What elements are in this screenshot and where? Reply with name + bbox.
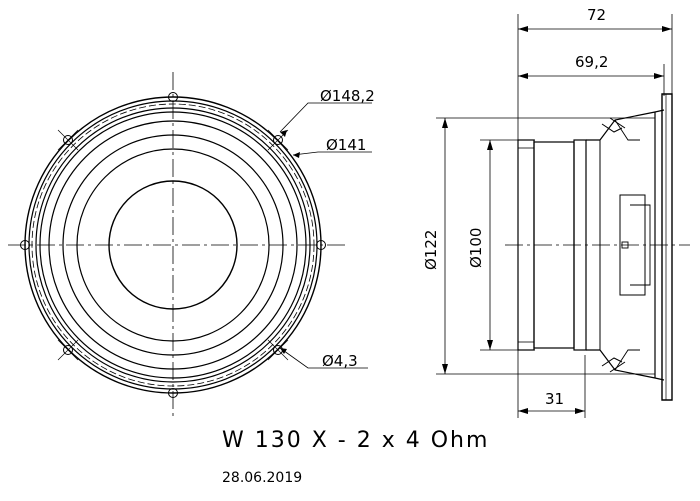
terminal-plate bbox=[619, 194, 646, 296]
frame-ring-3 bbox=[35, 107, 311, 383]
surround-inner-ring bbox=[62, 134, 284, 356]
leader-hole bbox=[279, 347, 368, 369]
dim-hole-circle-diameter: Ø141 bbox=[326, 136, 366, 154]
gasket-ring bbox=[39, 111, 307, 379]
mounting-hole bbox=[168, 388, 178, 398]
outer-frame-ring bbox=[24, 96, 322, 394]
front-flange bbox=[661, 93, 673, 401]
mounting-hole bbox=[63, 345, 73, 355]
dim-cone-diameter: Ø122 bbox=[422, 230, 440, 270]
mounting-hole bbox=[273, 135, 283, 145]
drawing-date: 28.06.2019 bbox=[222, 470, 303, 486]
mounting-hole-circle bbox=[31, 103, 315, 387]
dim-magnet-depth: 31 bbox=[545, 390, 564, 408]
dim-magnet-diameter: Ø100 bbox=[467, 228, 485, 268]
leader-holes-circle bbox=[292, 151, 372, 156]
side-view bbox=[436, 14, 690, 418]
mounting-hole bbox=[168, 92, 178, 102]
mounting-hole bbox=[63, 135, 73, 145]
dim-hole-diameter: Ø4,3 bbox=[322, 352, 358, 370]
leader-outer bbox=[279, 102, 372, 133]
mounting-hole bbox=[316, 240, 326, 250]
cone-ring bbox=[76, 148, 270, 342]
top-plate bbox=[573, 139, 587, 351]
dust-cap bbox=[108, 180, 238, 310]
terminal-pin bbox=[621, 241, 629, 249]
model-title: W 130 X - 2 x 4 Ohm bbox=[222, 428, 490, 453]
dim-total-depth: 72 bbox=[587, 6, 606, 24]
clamp-tab-top bbox=[601, 117, 626, 133]
front-view bbox=[8, 72, 372, 418]
clamp-tab-bottom bbox=[601, 357, 626, 373]
dim-body-depth: 69,2 bbox=[575, 53, 608, 71]
mounting-holes bbox=[20, 92, 326, 398]
surround-outer-ring bbox=[48, 120, 298, 370]
dim-outer-diameter: Ø148,2 bbox=[320, 87, 375, 105]
mounting-hole bbox=[20, 240, 30, 250]
